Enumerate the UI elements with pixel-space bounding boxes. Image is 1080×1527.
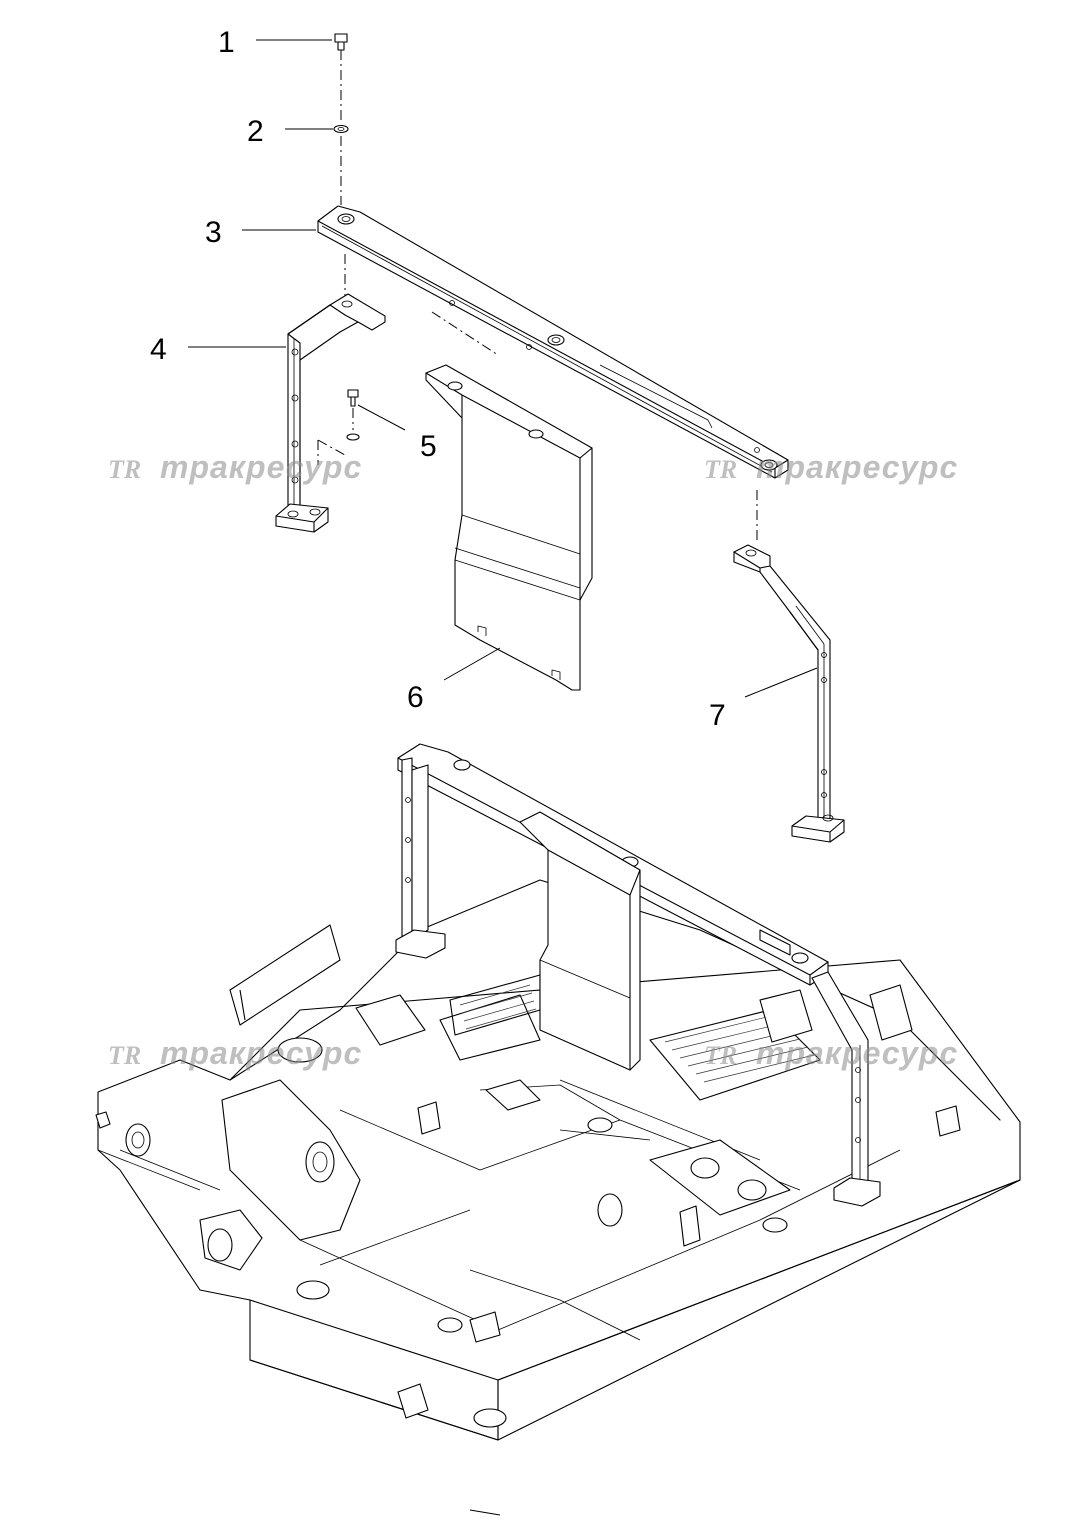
leader-lines <box>188 39 818 698</box>
callout-3: 3 <box>205 216 222 249</box>
watermark-top-left: TR тракресурс <box>108 449 362 485</box>
watermark-logo: TR <box>108 1041 141 1070</box>
callout-2: 2 <box>247 115 264 148</box>
part-1-bolt <box>334 33 348 51</box>
callout-5: 5 <box>420 430 437 463</box>
callout-6: 6 <box>407 681 424 714</box>
callout-7: 7 <box>709 699 726 732</box>
part-7-right-leg <box>733 544 845 843</box>
part-2-washer <box>333 124 349 134</box>
watermark-text: тракресурс <box>160 1035 362 1071</box>
watermark-bottom-left: TR тракресурс <box>108 1035 362 1071</box>
watermark-text: тракресурс <box>756 1035 958 1071</box>
watermark-logo: TR <box>704 455 737 484</box>
part-3-cross-beam <box>317 205 789 479</box>
assembly-axis-3b <box>431 311 499 356</box>
callout-1: 1 <box>218 26 235 59</box>
part-4-left-leg <box>275 293 386 533</box>
part-6-cover-plate <box>425 364 593 691</box>
part-5-bolt-washer <box>317 389 360 465</box>
callout-4: 4 <box>150 333 167 366</box>
watermark-logo: TR <box>108 455 141 484</box>
assembled-frame-structure <box>395 743 881 1207</box>
watermark-logo: TR <box>704 1041 737 1070</box>
watermark-text: тракресурс <box>160 449 362 485</box>
watermark-text: тракресурс <box>756 449 958 485</box>
watermark-top-right: TR тракресурс <box>704 449 958 485</box>
watermark-bottom-right: TR тракресурс <box>704 1035 958 1071</box>
assembled-frame-base <box>95 879 1021 1516</box>
